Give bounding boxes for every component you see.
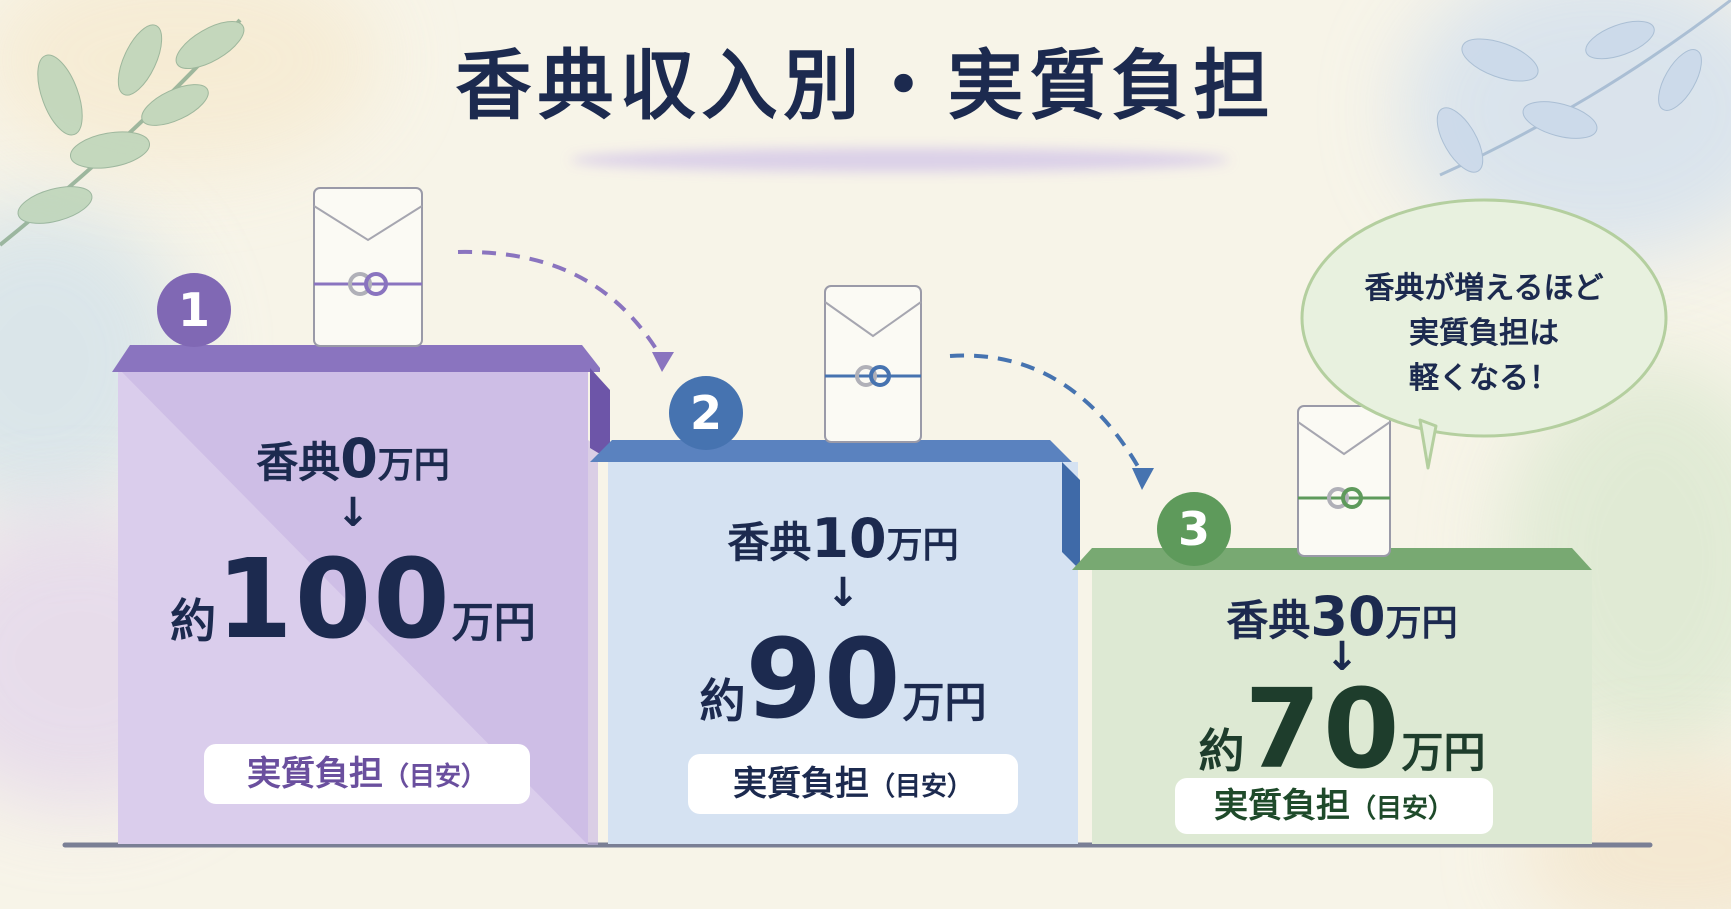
step-1-content: 香典0万円 ↓ 約100万円: [118, 427, 588, 663]
koden-unit: 万円: [1385, 603, 1458, 644]
step-1-result: 約100万円: [118, 536, 588, 663]
envelope-icon: [1297, 405, 1391, 557]
step-2-content: 香典10万円 ↓ 約90万円: [608, 507, 1078, 743]
result-unit: 万円: [1401, 728, 1486, 778]
result-amount: 70: [1244, 665, 1402, 794]
label-note: （目安）: [382, 762, 487, 792]
speech-line-2: 実質負担は: [1409, 316, 1559, 351]
koden-label: 香典: [1226, 596, 1311, 645]
down-arrow-icon: ↓: [336, 490, 370, 537]
label-text: 実質負担: [732, 764, 869, 804]
step-3-label: 実質負担（目安）: [1175, 778, 1493, 834]
result-unit: 万円: [902, 678, 987, 728]
koden-label: 香典: [727, 518, 812, 567]
approx-label: 約: [699, 674, 746, 729]
koden-unit: 万円: [886, 525, 959, 566]
envelope-icon: [313, 187, 423, 347]
step-3-badge: 3: [1157, 492, 1231, 566]
approx-label: 約: [1198, 724, 1245, 779]
leaf-branch-icon: [0, 18, 245, 247]
step-3-content: 香典30万円 ↓ 約70万円: [1092, 585, 1592, 793]
step-1-koden: 香典0万円: [118, 427, 588, 490]
label-note: （目安）: [868, 772, 973, 802]
label-text: 実質負担: [1213, 786, 1350, 826]
result-unit: 万円: [451, 598, 536, 648]
envelope-icon: [824, 285, 922, 443]
dashed-arrow-icon: [457, 249, 1142, 471]
step-2-label: 実質負担（目安）: [688, 754, 1018, 814]
approx-label: 約: [170, 594, 217, 649]
speech-bubble-shape: [1300, 198, 1668, 470]
result-amount: 90: [745, 615, 903, 744]
koden-amount: 0: [340, 427, 378, 490]
step-1-badge: 1: [157, 273, 231, 347]
page-title: 香典収入別・実質負担: [455, 41, 1276, 130]
step-3-koden: 香典30万円: [1092, 585, 1592, 648]
koden-amount: 10: [811, 507, 887, 570]
step-1-label: 実質負担（目安）: [204, 744, 530, 804]
down-arrow-icon: ↓: [826, 570, 860, 617]
step-3-result: 約70万円: [1092, 666, 1592, 793]
speech-bubble: 香典が増えるほど 実質負担は 軽くなる！: [1304, 266, 1664, 401]
step-2-koden: 香典10万円: [608, 507, 1078, 570]
label-note: （目安）: [1349, 794, 1454, 824]
koden-label: 香典: [256, 438, 341, 487]
speech-line-1: 香典が増えるほど: [1364, 271, 1604, 306]
speech-line-3: 軽くなる！: [1409, 361, 1559, 396]
down-arrow-icon: ↓: [1325, 634, 1359, 681]
label-text: 実質負担: [246, 754, 383, 794]
step-2-result: 約90万円: [608, 616, 1078, 743]
leaf-branch-icon: [1436, 0, 1731, 177]
koden-unit: 万円: [377, 445, 450, 486]
koden-amount: 30: [1310, 585, 1386, 648]
result-amount: 100: [216, 535, 452, 664]
step-2-badge: 2: [669, 376, 743, 450]
